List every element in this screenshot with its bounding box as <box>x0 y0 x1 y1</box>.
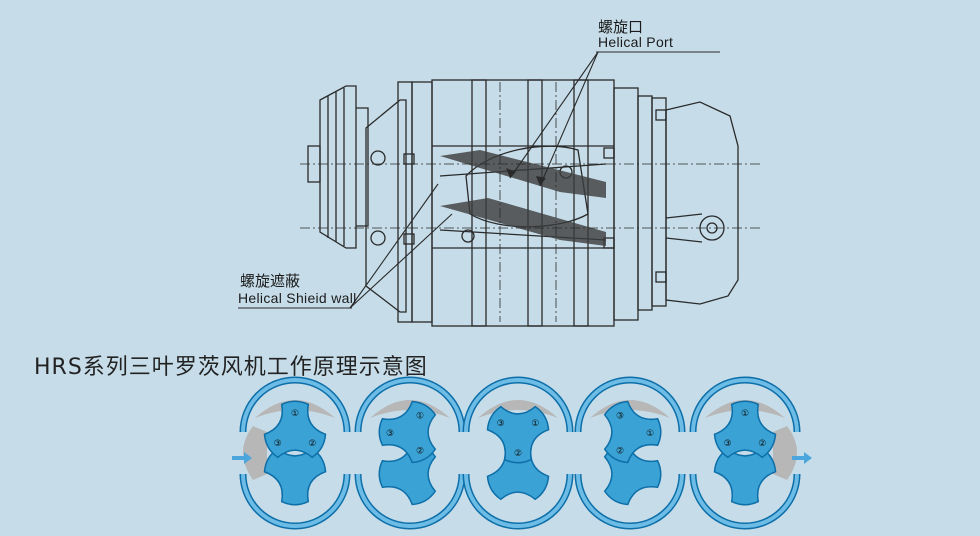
inlet-arrow <box>232 452 252 464</box>
centerlines <box>300 82 760 322</box>
casing-top-arc-inner <box>241 378 349 433</box>
stage-5: ① ② ③ <box>689 376 801 530</box>
lobe-mark: ③ <box>386 429 394 439</box>
lobe-mark: ① <box>531 419 539 429</box>
casing-bottom-arc-inner <box>241 473 349 528</box>
casing-top-arc-inner <box>576 378 684 433</box>
bolts <box>370 109 667 283</box>
pulley <box>307 85 369 249</box>
lobe-mark: ③ <box>274 439 282 449</box>
lobe-mark: ③ <box>616 412 624 422</box>
helical-port-label-cn: 螺旋口 <box>598 18 644 36</box>
lobe-mark: ① <box>646 429 654 439</box>
trapped-air-top <box>478 400 558 418</box>
helical-port-label-en: Helical Port <box>598 34 674 50</box>
lobe-mark: ② <box>514 449 522 459</box>
stage-1: ① ② ③ <box>239 376 351 530</box>
rotor-upper <box>713 400 777 459</box>
rotor-upper <box>263 400 327 459</box>
helical-wall-label-cn: 螺旋遮蔽 <box>240 272 301 290</box>
lobe-mark: ② <box>416 446 424 456</box>
leader-arrowheads <box>506 168 546 186</box>
lobe-mark: ① <box>416 412 424 422</box>
lobe-mark: ② <box>616 446 624 456</box>
casing-bottom-arc-inner <box>356 473 464 528</box>
lobe-mark: ① <box>741 409 749 419</box>
rotor-upper <box>603 400 662 464</box>
casing-bottom-arc-inner <box>464 473 572 528</box>
rotor-upper <box>378 400 437 464</box>
trapped-air-left <box>243 426 267 480</box>
stage-3: ① ② ③ <box>462 376 574 530</box>
trapped-air-right <box>773 426 797 480</box>
lobe-mark: ③ <box>724 439 732 449</box>
helical-bands <box>440 150 606 246</box>
outlet-arrow <box>792 452 812 464</box>
helical-wall-label-en: Helical Shieid wall <box>238 290 357 306</box>
casing-top-arc-inner <box>691 378 799 433</box>
casing-bottom-arc-inner <box>691 473 799 528</box>
lobe-mark: ② <box>758 439 766 449</box>
rotor-upper <box>486 405 550 464</box>
casing-top-arc-inner <box>464 378 572 433</box>
casing-top-arc-inner <box>356 378 464 433</box>
lobe-mark: ① <box>291 409 299 419</box>
stage-2: ① ② ③ <box>354 376 466 530</box>
stage-4: ① ② ③ <box>574 376 686 530</box>
casing-bottom-arc-inner <box>576 473 684 528</box>
lobe-mark: ③ <box>497 419 505 429</box>
diagram-title: HRS系列三叶罗茨风机工作原理示意图 <box>34 355 428 380</box>
lobe-mark: ② <box>308 439 316 449</box>
leader-lines <box>238 51 720 309</box>
